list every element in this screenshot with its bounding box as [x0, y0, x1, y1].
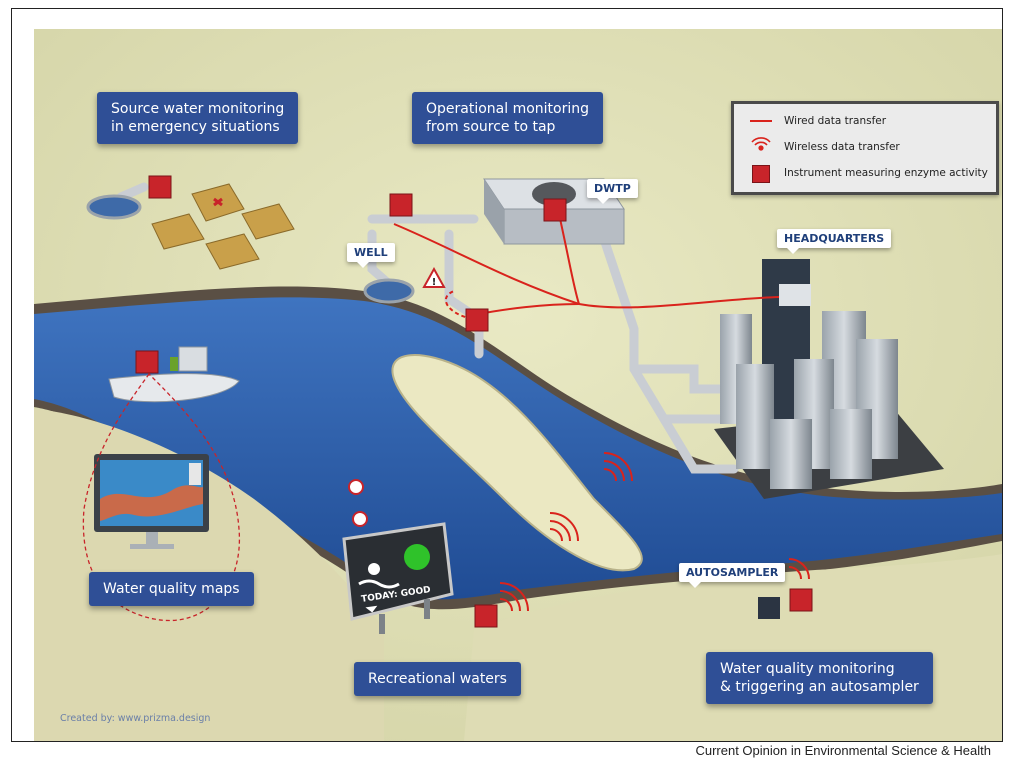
tag-headquarters: HEADQUARTERS — [777, 229, 892, 254]
svg-text:!: ! — [432, 277, 437, 288]
wired-line-icon — [750, 120, 772, 122]
callout-source-water: Source water monitoring in emergency sit… — [97, 92, 299, 144]
buoy-2 — [352, 511, 368, 527]
instrument-icon — [752, 165, 770, 183]
legend-label-instrument: Instrument measuring enzyme activity — [784, 167, 988, 179]
wireless-icon — [751, 137, 771, 151]
autosampler-unit — [758, 597, 780, 619]
city-buildings — [714, 259, 944, 499]
callout-recreational: Recreational waters — [354, 662, 521, 696]
scene: ! — [34, 29, 1002, 741]
buoy-1 — [348, 479, 364, 495]
legend-row-instrument: Instrument measuring enzyme activity — [746, 162, 988, 184]
warning-triangle-icon — [422, 266, 446, 288]
well-tank — [363, 278, 415, 304]
credit-text: Created by: www.prizma.design — [60, 713, 211, 724]
callout-water-quality-maps: Water quality maps — [89, 572, 254, 606]
legend: Wired data transfer Wireless data transf… — [731, 101, 999, 195]
legend-label-wired: Wired data transfer — [784, 115, 887, 127]
legend-row-wired: Wired data transfer — [746, 110, 886, 132]
callout-operational: Operational monitoring from source to ta… — [412, 92, 604, 144]
map-lens — [82, 372, 241, 622]
tag-autosampler: AUTOSAMPLER — [679, 563, 786, 588]
camp-tank — [86, 194, 142, 220]
legend-label-wireless: Wireless data transfer — [784, 141, 900, 153]
wireless-icons — [499, 452, 810, 612]
red-cross — [213, 197, 223, 207]
boat — [108, 346, 240, 403]
monitor — [94, 454, 209, 549]
tag-well: WELL — [347, 243, 395, 268]
footer-journal: Current Opinion in Environmental Science… — [695, 743, 991, 758]
tents — [151, 183, 295, 270]
figure-frame: ! — [11, 8, 1003, 742]
callout-autosampler-monitoring: Water quality monitoring & triggering an… — [706, 652, 933, 704]
sandbar — [391, 354, 643, 572]
legend-row-wireless: Wireless data transfer — [746, 136, 900, 158]
tag-dwtp: DWTP — [587, 179, 638, 204]
instrument-boxes — [135, 175, 813, 628]
